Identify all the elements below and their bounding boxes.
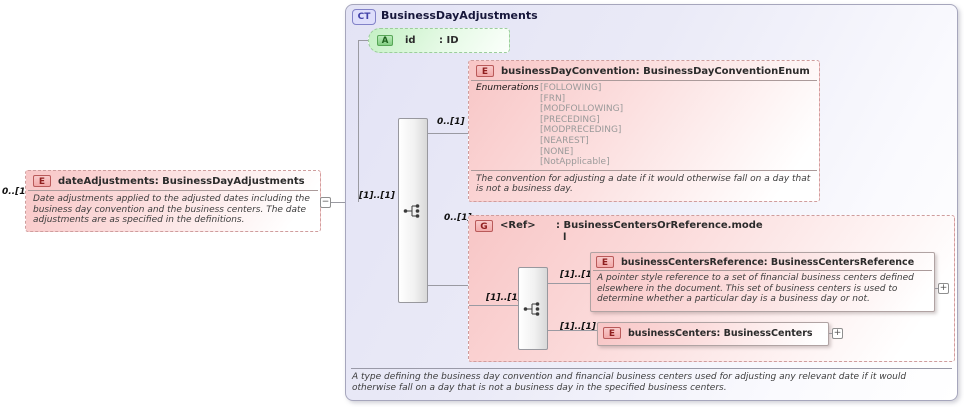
- enumeration-value: [FRN]: [540, 93, 566, 104]
- element-businesscenters-header: E businessCenters : BusinessCenters: [598, 323, 828, 342]
- footer-divider: [351, 368, 952, 369]
- expand-toggle-centers-icon[interactable]: +: [832, 328, 843, 339]
- group-ref-type: : BusinessCentersOrReference.mode l: [556, 220, 763, 244]
- element-dateadjustments-header: E dateAdjustments : BusinessDayAdjustmen…: [26, 171, 320, 190]
- tree-line: [358, 40, 359, 202]
- complextype-footer-note: A type defining the business day convent…: [352, 372, 907, 393]
- element-businessdayconvention[interactable]: E businessDayConvention : BusinessDayCon…: [468, 60, 820, 202]
- group-ref-type-line2: l: [563, 232, 567, 243]
- element-businesscenters-name: businessCenters: [628, 327, 717, 339]
- enumeration-value: [NotApplicable]: [540, 157, 610, 168]
- cardinality-label-sequence: [1]..[1]: [359, 191, 395, 201]
- connector-centers: [548, 330, 597, 331]
- element-dateadjustments-type: : BusinessDayAdjustments: [154, 175, 305, 187]
- expand-toggle-reference-icon[interactable]: +: [938, 283, 949, 294]
- connector-convention: [428, 133, 468, 134]
- element-businesscentersreference-description: A pointer style reference to a set of fi…: [597, 273, 914, 304]
- divider: [593, 270, 932, 271]
- element-badge-icon: E: [596, 256, 614, 268]
- connector-inner-root: [469, 305, 518, 306]
- element-dateadjustments[interactable]: E dateAdjustments : BusinessDayAdjustmen…: [25, 170, 321, 232]
- element-badge-icon: E: [476, 65, 494, 77]
- cardinality-label-root: 0..[1]: [2, 187, 30, 197]
- element-businesscentersreference-header: E businessCentersReference : BusinessCen…: [591, 253, 934, 270]
- sequence-icon: [403, 203, 420, 218]
- group-ref-header: G <Ref> : BusinessCentersOrReference.mod…: [469, 216, 954, 244]
- cardinality-label-reference: [1]..[1]: [560, 270, 596, 280]
- element-businessdayconvention-type: : BusinessDayConventionEnum: [635, 65, 810, 77]
- cardinality-label-group: 0..[1]: [444, 213, 472, 223]
- connector-reference: [548, 283, 590, 284]
- tree-line-attribute: [358, 40, 368, 41]
- complextype-badge-icon: CT: [352, 9, 376, 25]
- enumeration-value: [NONE]: [540, 146, 574, 157]
- element-businesscentersreference-name: businessCentersReference: [621, 256, 764, 268]
- group-ref-type-line1: : BusinessCentersOrReference.mode: [556, 220, 763, 231]
- enumeration-value: [MODPRECEDING]: [540, 125, 622, 136]
- enumeration-value: [MODFOLLOWING]: [540, 104, 624, 115]
- connector-expand-reference: [935, 288, 939, 289]
- enumerations-label: Enumerations: [476, 83, 539, 93]
- sequence-icon: [523, 301, 540, 316]
- element-businesscentersreference-type: : BusinessCentersReference: [763, 256, 915, 268]
- divider: [471, 80, 817, 81]
- attribute-id-type: : ID: [439, 35, 459, 46]
- connector-group: [428, 285, 468, 286]
- enumeration-table: Enumerations [FOLLOWING] [FRN] [MODFOLLO…: [469, 81, 819, 170]
- group-ref-name: <Ref>: [500, 220, 536, 231]
- sequence-indicator-outer[interactable]: [398, 118, 428, 303]
- element-badge-icon: E: [603, 327, 621, 339]
- attribute-id[interactable]: A id : ID: [368, 28, 510, 53]
- cardinality-label-inner-sequence: [1]..[1]: [486, 293, 522, 303]
- element-dateadjustments-description: Date adjustments applied to the adjusted…: [33, 194, 310, 225]
- attribute-id-name: id: [405, 35, 416, 46]
- divider: [28, 190, 318, 191]
- collapse-toggle-icon[interactable]: −: [320, 197, 331, 208]
- element-businessdayconvention-description: The convention for adjusting a date if i…: [476, 173, 811, 195]
- cardinality-label-convention: 0..[1]: [437, 117, 465, 127]
- enumeration-list: [FOLLOWING] [FRN] [MODFOLLOWING] [PRECED…: [540, 83, 623, 168]
- divider: [471, 169, 817, 171]
- cardinality-label-centers: [1]..[1]: [560, 322, 596, 332]
- element-businessdayconvention-header: E businessDayConvention : BusinessDayCon…: [469, 61, 819, 80]
- sequence-indicator-inner[interactable]: [518, 267, 548, 350]
- element-dateadjustments-name: dateAdjustments: [58, 175, 155, 187]
- element-businesscentersreference[interactable]: E businessCentersReference : BusinessCen…: [590, 252, 935, 312]
- enumeration-value: [NEAREST]: [540, 135, 589, 146]
- attribute-badge-icon: A: [377, 35, 393, 46]
- element-businesscenters-type: : BusinessCenters: [716, 327, 813, 339]
- enumeration-value: [FOLLOWING]: [540, 83, 602, 93]
- element-badge-icon: E: [33, 175, 51, 187]
- connector-expand-centers: [829, 333, 833, 334]
- enumeration-value: [PRECEDING]: [540, 114, 600, 125]
- group-badge-icon: G: [475, 220, 493, 232]
- element-businesscenters[interactable]: E businessCenters : BusinessCenters: [597, 322, 829, 346]
- complextype-title: BusinessDayAdjustments: [381, 9, 538, 22]
- element-businessdayconvention-name: businessDayConvention: [501, 65, 636, 77]
